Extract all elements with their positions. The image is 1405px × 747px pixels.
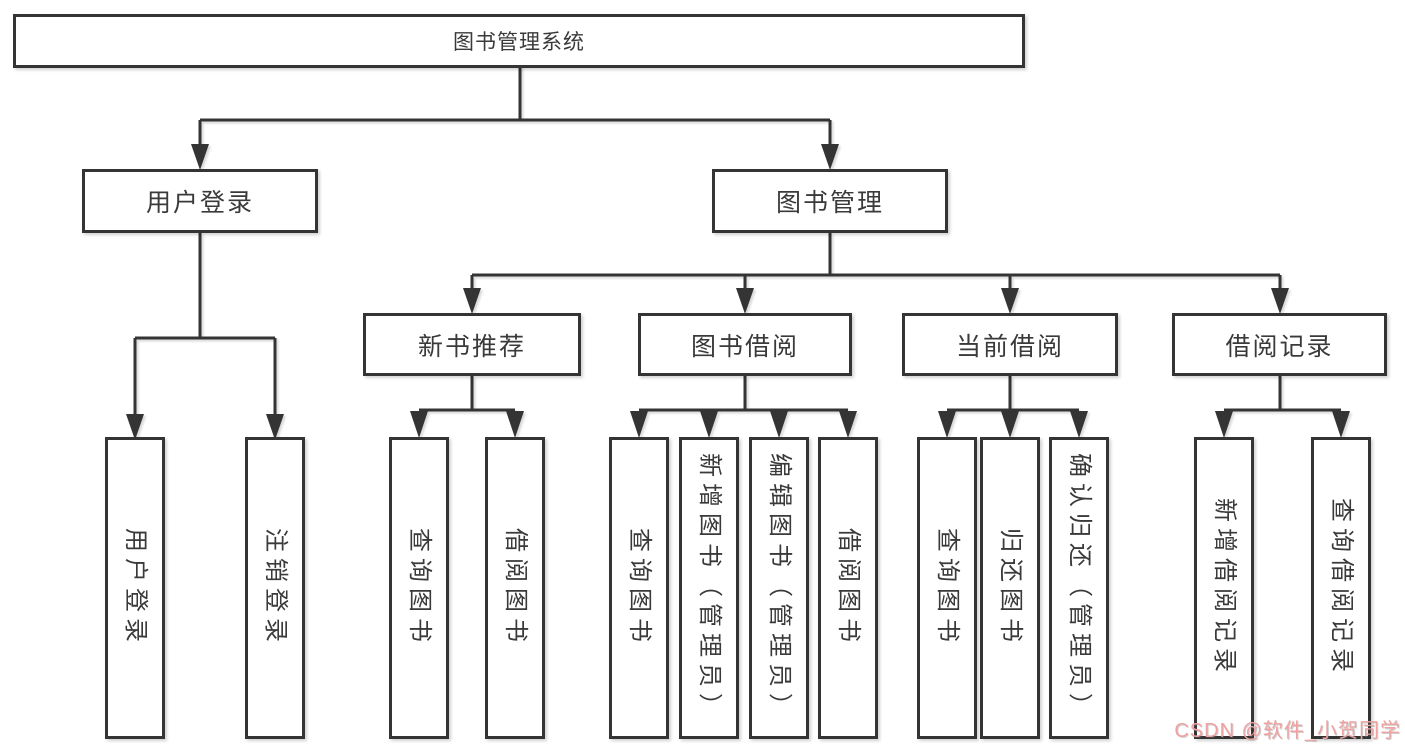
- leaf-query-books-borrow: 查询图书: [609, 437, 669, 739]
- watermark: CSDN @软件_小贺同学: [1174, 720, 1401, 742]
- leaf-label: 查询图书: [406, 528, 433, 648]
- leaf-edit-books-admin: 编辑图书（管理员）: [749, 437, 809, 739]
- leaf-query-borrow-record: 查询借阅记录: [1311, 437, 1371, 739]
- node-label: 图书借阅: [690, 332, 799, 361]
- leaf-borrow-books: 借阅图书: [818, 437, 878, 739]
- leaf-label: 确认归还（管理员）: [1066, 453, 1093, 723]
- node-current-borrowing: 当前借阅: [902, 313, 1118, 376]
- leaf-label: 归还图书: [997, 528, 1024, 648]
- leaf-label: 注销登录: [262, 528, 289, 648]
- node-library-management-system: 图书管理系统: [13, 14, 1025, 68]
- leaf-confirm-return-admin: 确认归还（管理员）: [1049, 437, 1109, 739]
- leaf-return-books: 归还图书: [980, 437, 1040, 739]
- leaf-logout: 注销登录: [245, 437, 305, 739]
- node-new-book-recommendation: 新书推荐: [363, 313, 581, 376]
- leaf-query-books-current: 查询图书: [917, 437, 977, 739]
- leaf-user-login: 用户登录: [105, 437, 165, 739]
- leaf-label: 新增图书（管理员）: [696, 453, 723, 723]
- node-user-login: 用户登录: [82, 169, 318, 233]
- leaf-add-borrow-record: 新增借阅记录: [1194, 437, 1254, 739]
- leaf-label: 用户登录: [122, 528, 149, 648]
- node-book-borrowing: 图书借阅: [638, 313, 852, 376]
- leaf-label: 借阅图书: [835, 528, 862, 648]
- leaf-label: 查询借阅记录: [1328, 498, 1355, 678]
- node-label: 借阅记录: [1225, 332, 1334, 361]
- node-label: 用户登录: [145, 189, 254, 217]
- node-book-management: 图书管理: [712, 169, 948, 233]
- leaf-label: 编辑图书（管理员）: [766, 453, 793, 723]
- node-label: 新书推荐: [417, 332, 526, 361]
- node-borrowing-records: 借阅记录: [1172, 313, 1387, 376]
- node-label: 图书管理: [775, 189, 884, 217]
- leaf-label: 新增借阅记录: [1211, 498, 1238, 678]
- leaf-add-books-admin: 新增图书（管理员）: [679, 437, 739, 739]
- leaf-borrow-books-recommend: 借阅图书: [485, 437, 545, 739]
- leaf-query-books-recommend: 查询图书: [389, 437, 449, 739]
- leaf-label: 查询图书: [934, 528, 961, 648]
- leaf-label: 借阅图书: [502, 528, 529, 648]
- node-label: 图书管理系统: [453, 31, 585, 54]
- leaf-label: 查询图书: [626, 528, 653, 648]
- node-label: 当前借阅: [955, 332, 1064, 361]
